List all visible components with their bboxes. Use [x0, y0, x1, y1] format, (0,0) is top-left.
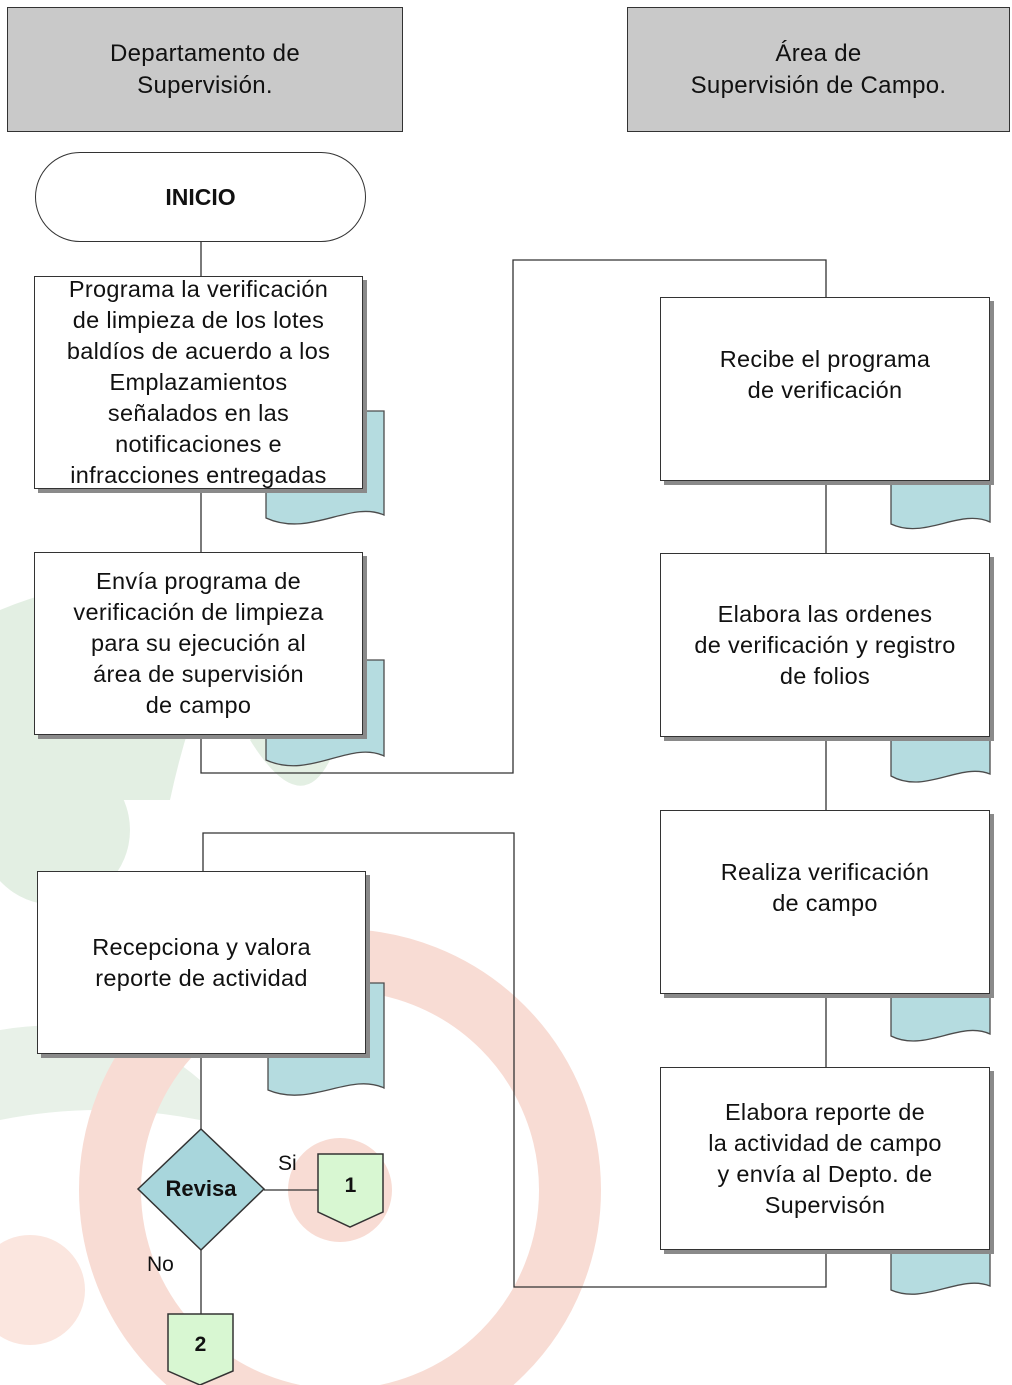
- process-realiza-verificacion: Realiza verificación de campo: [660, 810, 990, 994]
- process-envia-programa: Envía programa de verificación de limpie…: [34, 552, 363, 735]
- decision-yes-label: Si: [278, 1152, 297, 1175]
- off-page-connector-2: [167, 1313, 234, 1385]
- flow-line: [202, 832, 827, 1288]
- decision-diamond: [136, 1127, 266, 1252]
- process-programa-verificacion: Programa la verificación de limpieza de …: [34, 276, 363, 489]
- process-recepciona-reporte: Recepciona y valora reporte de actividad: [37, 871, 366, 1054]
- decision-label: Revisa: [165, 1176, 237, 1201]
- start-label: INICIO: [165, 183, 236, 210]
- start-terminal: INICIO: [35, 152, 366, 242]
- process-elabora-ordenes: Elabora las ordenes de verificación y re…: [660, 553, 990, 737]
- flow-lines: [200, 242, 827, 1314]
- lane-header-supervision-department: Departamento de Supervisión.: [7, 7, 403, 132]
- lane-header-field-supervision-area: Área de Supervisión de Campo.: [627, 7, 1010, 132]
- off-page-connector-1: [317, 1153, 384, 1228]
- process-recibe-programa: Recibe el programa de verificación: [660, 297, 990, 481]
- connector-2-label: 2: [194, 1333, 207, 1356]
- flow-line: [200, 259, 827, 774]
- process-elabora-reporte: Elabora reporte de la actividad de campo…: [660, 1067, 990, 1250]
- decision-no-label: No: [147, 1253, 174, 1276]
- connector-1-label: 1: [344, 1174, 357, 1197]
